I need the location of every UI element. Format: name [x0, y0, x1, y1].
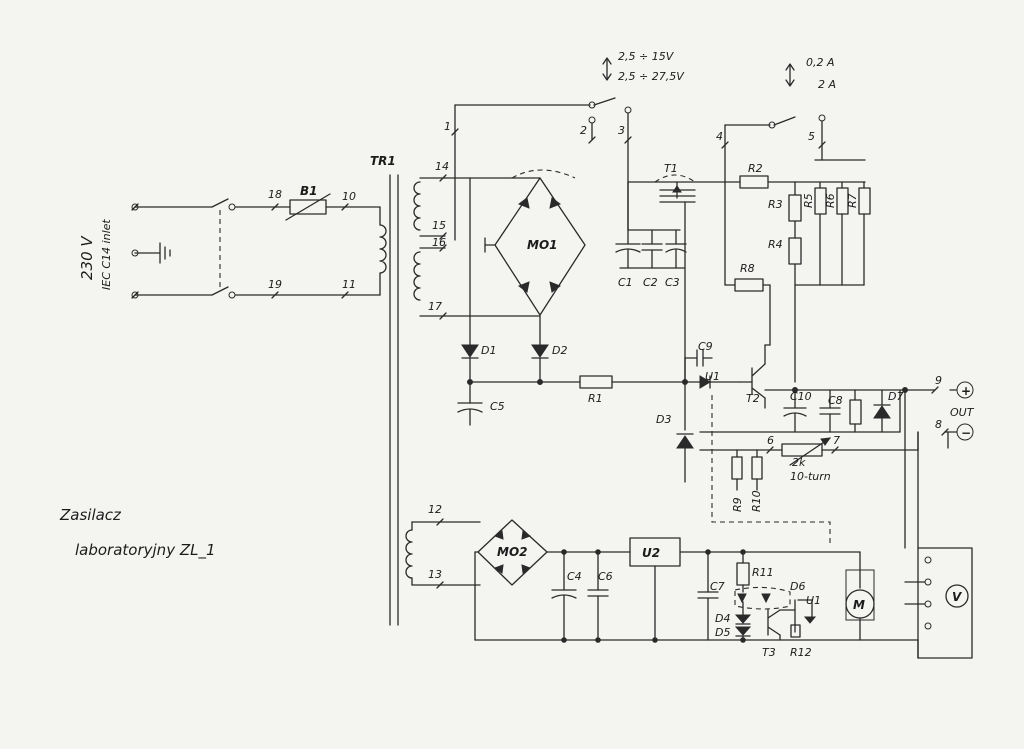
label-d7: D7	[888, 390, 903, 403]
label-d5: D5	[715, 626, 730, 639]
pot-value: 2k	[792, 456, 806, 469]
transformer-label: TR1	[370, 154, 396, 168]
pin-5: 5	[808, 130, 815, 143]
out-minus: −	[961, 426, 971, 440]
label-c7: C7	[710, 580, 725, 593]
labels: Zasilacz laboratoryjny ZL_1 230 V IEC C1…	[59, 50, 975, 659]
pin-6: 6	[767, 434, 774, 447]
label-u1: U1	[705, 370, 720, 383]
label-c10: C10	[790, 390, 812, 403]
pin-8: 8	[935, 418, 942, 431]
label-r7: R7	[846, 193, 859, 208]
voltage-range-high: 2,5 ÷ 27,5V	[618, 70, 685, 83]
label-u2: U2	[642, 546, 660, 560]
pin-7: 7	[833, 434, 840, 447]
out-plus: +	[961, 384, 971, 398]
label-r11: R11	[752, 566, 774, 579]
label-c3: C3	[665, 276, 680, 289]
label-r1: R1	[588, 392, 603, 405]
label-d3: D3	[656, 413, 671, 426]
pin-9: 9	[935, 374, 942, 387]
label-d4: D4	[715, 612, 730, 625]
label-u1b: U1	[806, 594, 821, 607]
current-range-high: 2 A	[818, 78, 836, 91]
label-d6: D6	[790, 580, 805, 593]
pin-2: 2	[580, 124, 587, 137]
title-line1: Zasilacz	[59, 506, 122, 524]
mains-inlet: IEC C14 inlet	[100, 219, 113, 290]
pin-16: 16	[432, 236, 446, 249]
regulator-rail	[469, 349, 741, 483]
label-t2: T2	[746, 392, 760, 405]
mains-voltage: 230 V	[78, 235, 96, 280]
label-c9: C9	[698, 340, 713, 353]
label-c2: C2	[643, 276, 658, 289]
output-rail	[699, 381, 974, 549]
label-d1: D1	[481, 344, 496, 357]
pin-18: 18	[268, 188, 282, 201]
pin-1: 1	[444, 120, 451, 133]
label-r6: R6	[824, 193, 837, 208]
pin-12: 12	[428, 503, 442, 516]
label-c6: C6	[598, 570, 613, 583]
label-r4: R4	[768, 238, 783, 251]
aux-supply	[439, 431, 973, 659]
bridge-mo1	[444, 169, 586, 426]
transformer-core	[389, 174, 399, 626]
label-mo1: MO1	[527, 238, 558, 252]
pin-10: 10	[342, 190, 356, 203]
pin-19: 19	[268, 278, 282, 291]
voltage-range-low: 2,5 ÷ 15V	[618, 50, 675, 63]
label-r3: R3	[768, 198, 783, 211]
label-d2: D2	[552, 344, 567, 357]
pin-14: 14	[435, 160, 449, 173]
meter-label: V	[952, 590, 963, 604]
pin-11: 11	[342, 278, 356, 291]
pin-13: 13	[428, 568, 442, 581]
voltage-range-switch	[451, 57, 632, 241]
label-mo2: MO2	[497, 545, 528, 559]
out-label: OUT	[950, 406, 975, 419]
label-c8: C8	[828, 394, 843, 407]
label-r8: R8	[740, 262, 755, 275]
label-c5: C5	[490, 400, 505, 413]
label-c1: C1	[618, 276, 633, 289]
motor-label: M	[853, 598, 865, 612]
pin-15: 15	[432, 219, 446, 232]
capacitors-c1-c3	[615, 229, 687, 269]
label-r5: R5	[802, 193, 815, 208]
label-r10: R10	[750, 490, 763, 512]
label-b1: B1	[300, 184, 318, 198]
pot-type: 10-turn	[790, 470, 831, 483]
mains-input	[131, 193, 387, 299]
label-r2: R2	[748, 162, 763, 175]
label-r12: R12	[790, 646, 812, 659]
transistor-t1	[627, 174, 741, 383]
current-range-low: 0,2 A	[806, 56, 835, 69]
label-t3: T3	[762, 646, 776, 659]
label-c4: C4	[567, 570, 582, 583]
label-t1: T1	[664, 162, 678, 175]
pin-17: 17	[428, 300, 442, 313]
pin-4: 4	[716, 130, 723, 143]
title-line2: laboratoryjny ZL_1	[75, 541, 216, 560]
label-r9: R9	[731, 497, 744, 512]
current-range-switch	[721, 63, 871, 383]
pin-3: 3	[618, 124, 625, 137]
